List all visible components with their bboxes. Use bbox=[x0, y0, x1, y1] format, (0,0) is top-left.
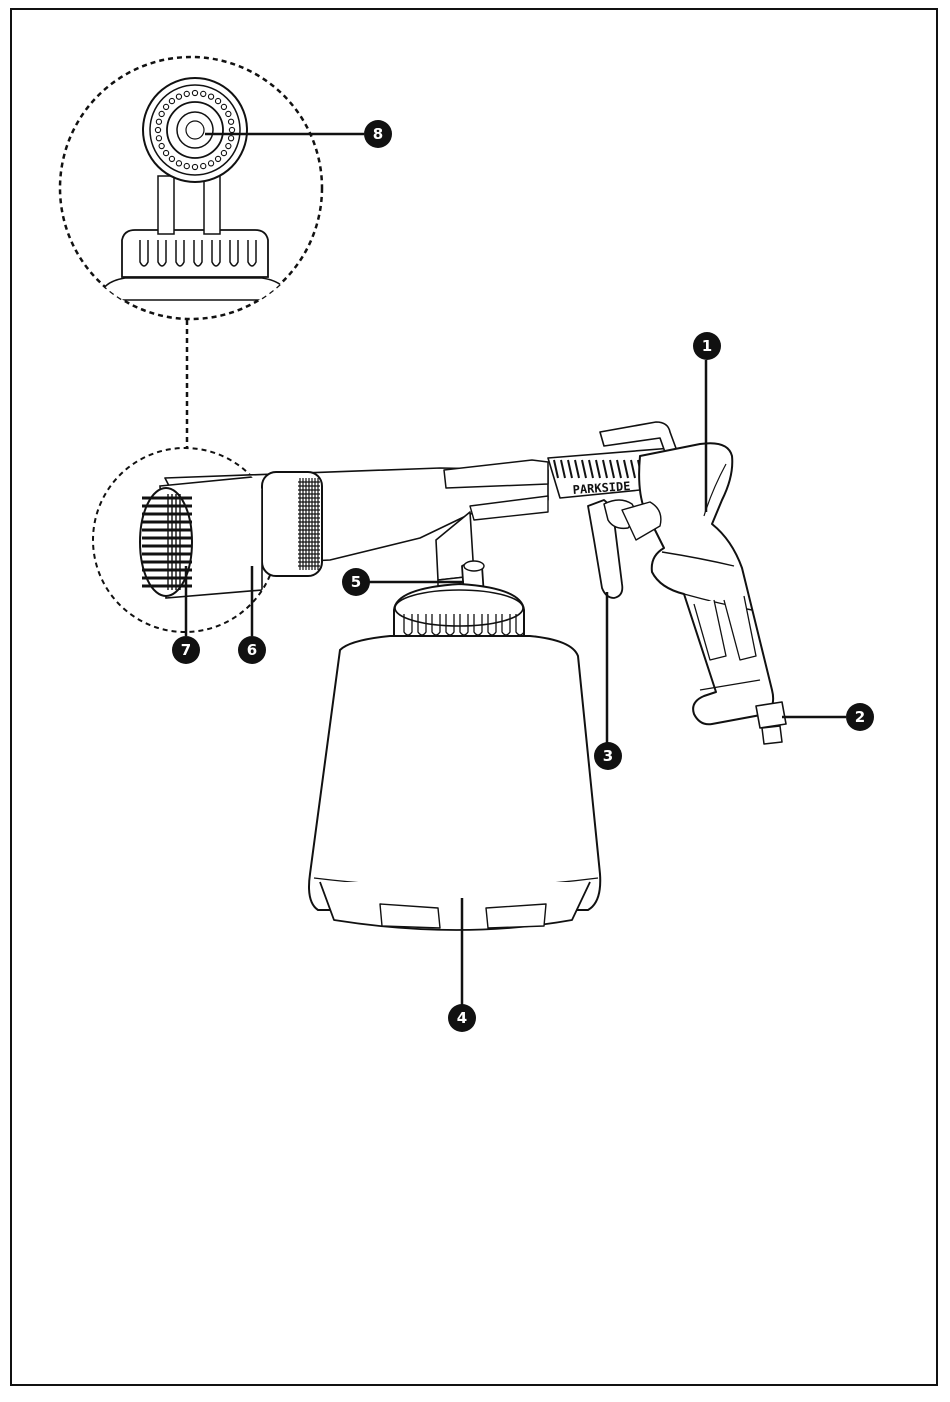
knurled-nut bbox=[262, 472, 322, 576]
callout-5: 5 bbox=[342, 568, 370, 596]
suction-nozzle-detail bbox=[100, 78, 288, 300]
callout-4: 4 bbox=[448, 1004, 476, 1032]
svg-text:8: 8 bbox=[373, 125, 383, 143]
callout-8: 8 bbox=[364, 120, 392, 148]
svg-text:3: 3 bbox=[603, 747, 613, 765]
svg-text:6: 6 bbox=[247, 641, 257, 659]
callout-7: 7 bbox=[172, 636, 200, 664]
callout-6: 6 bbox=[238, 636, 266, 664]
svg-text:4: 4 bbox=[457, 1009, 467, 1027]
container bbox=[309, 636, 600, 930]
callout-3: 3 bbox=[594, 742, 622, 770]
air-connector bbox=[756, 702, 786, 744]
callout-1: 1 bbox=[693, 332, 721, 360]
svg-text:1: 1 bbox=[702, 337, 712, 355]
svg-text:2: 2 bbox=[855, 708, 865, 726]
callout-2: 2 bbox=[846, 703, 874, 731]
brand-label: PARKSIDE bbox=[572, 479, 631, 497]
svg-text:7: 7 bbox=[181, 641, 191, 659]
nozzle-grille-detail bbox=[140, 476, 262, 598]
svg-text:5: 5 bbox=[351, 573, 361, 591]
